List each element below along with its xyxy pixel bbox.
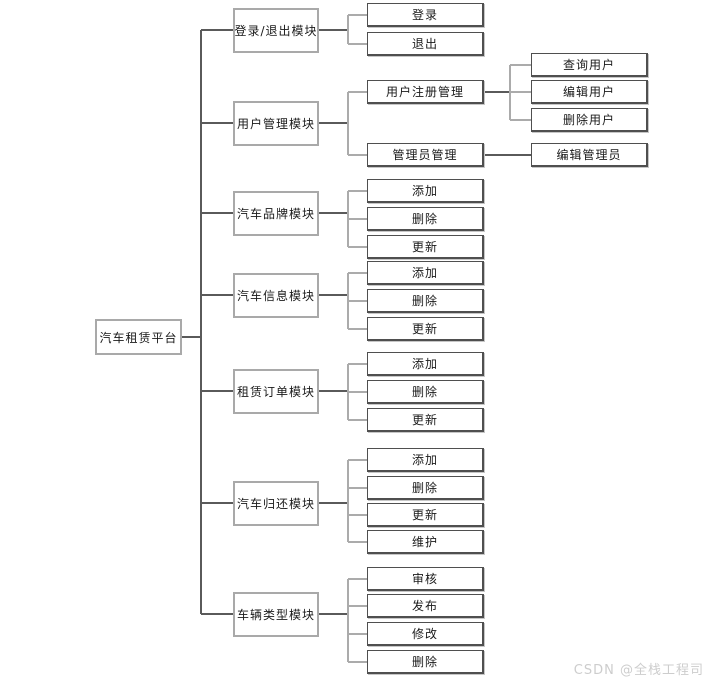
node-info-delete: 删除 bbox=[367, 289, 484, 313]
connector-line bbox=[348, 391, 367, 393]
node-logout: 退出 bbox=[367, 32, 484, 56]
connector-line bbox=[319, 613, 348, 615]
root-node: 汽车租赁平台 bbox=[95, 319, 182, 355]
connector-line bbox=[347, 579, 349, 662]
node-brand-delete: 删除 bbox=[367, 207, 484, 231]
connector-line bbox=[348, 91, 367, 93]
connector-line bbox=[348, 190, 367, 192]
connector-line bbox=[348, 661, 367, 663]
connector-line bbox=[484, 91, 510, 93]
connector-line bbox=[348, 541, 367, 543]
connector-line bbox=[348, 578, 367, 580]
node-brand-add: 添加 bbox=[367, 179, 484, 203]
node-type-publish: 发布 bbox=[367, 594, 484, 618]
node-order-add: 添加 bbox=[367, 352, 484, 376]
node-info-update: 更新 bbox=[367, 317, 484, 341]
connector-line bbox=[348, 272, 367, 274]
node-edit-admin: 编辑管理员 bbox=[531, 143, 648, 167]
node-type-delete: 删除 bbox=[367, 650, 484, 674]
node-info-add: 添加 bbox=[367, 261, 484, 285]
node-return-maintain: 维护 bbox=[367, 530, 484, 554]
connector-line bbox=[319, 390, 348, 392]
connector-line bbox=[319, 502, 348, 504]
connector-line bbox=[348, 459, 367, 461]
node-query-user: 查询用户 bbox=[531, 53, 648, 77]
node-edit-user: 编辑用户 bbox=[531, 80, 648, 104]
node-admin-mgmt: 管理员管理 bbox=[367, 143, 484, 167]
node-brand-update: 更新 bbox=[367, 235, 484, 259]
connector-line bbox=[319, 29, 348, 31]
csdn-watermark: CSDN @全栈工程司 bbox=[573, 663, 704, 678]
connector-line bbox=[348, 14, 367, 16]
connector-line bbox=[319, 122, 348, 124]
node-user-register-mgmt: 用户注册管理 bbox=[367, 80, 484, 104]
node-order-update: 更新 bbox=[367, 408, 484, 432]
node-login: 登录 bbox=[367, 3, 484, 27]
node-type-modify: 修改 bbox=[367, 622, 484, 646]
node-return-delete: 删除 bbox=[367, 476, 484, 500]
module-car-info: 汽车信息模块 bbox=[233, 273, 319, 318]
connector-line bbox=[201, 390, 233, 392]
connector-line bbox=[347, 92, 349, 155]
connector-line bbox=[348, 43, 367, 45]
module-car-brand: 汽车品牌模块 bbox=[233, 191, 319, 236]
node-type-review: 审核 bbox=[367, 567, 484, 591]
connector-line bbox=[200, 30, 202, 614]
connector-line bbox=[348, 514, 367, 516]
node-delete-user: 删除用户 bbox=[531, 108, 648, 132]
connector-line bbox=[348, 633, 367, 635]
connector-line bbox=[201, 212, 233, 214]
connector-line bbox=[348, 419, 367, 421]
connector-line bbox=[348, 246, 367, 248]
connector-line bbox=[201, 29, 233, 31]
connector-line bbox=[201, 294, 233, 296]
node-return-add: 添加 bbox=[367, 448, 484, 472]
connector-line bbox=[510, 64, 531, 66]
module-user-mgmt: 用户管理模块 bbox=[233, 101, 319, 146]
connector-line bbox=[347, 15, 349, 44]
connector-line bbox=[348, 487, 367, 489]
connector-line bbox=[484, 154, 531, 156]
connector-line bbox=[510, 91, 531, 93]
connector-line bbox=[201, 613, 233, 615]
connector-line bbox=[348, 363, 367, 365]
connector-line bbox=[347, 460, 349, 542]
connector-line bbox=[348, 300, 367, 302]
connector-line bbox=[182, 336, 201, 338]
module-login-logout: 登录/退出模块 bbox=[233, 8, 319, 53]
node-order-delete: 删除 bbox=[367, 380, 484, 404]
connector-line bbox=[319, 212, 348, 214]
connector-line bbox=[510, 119, 531, 121]
connector-line bbox=[348, 218, 367, 220]
connector-line bbox=[201, 122, 233, 124]
module-rental-order: 租赁订单模块 bbox=[233, 369, 319, 414]
module-vehicle-type: 车辆类型模块 bbox=[233, 592, 319, 637]
node-return-update: 更新 bbox=[367, 503, 484, 527]
connector-line bbox=[348, 154, 367, 156]
connector-line bbox=[348, 328, 367, 330]
connector-line bbox=[201, 502, 233, 504]
connector-line bbox=[319, 294, 348, 296]
connector-line bbox=[348, 605, 367, 607]
module-car-return: 汽车归还模块 bbox=[233, 481, 319, 526]
